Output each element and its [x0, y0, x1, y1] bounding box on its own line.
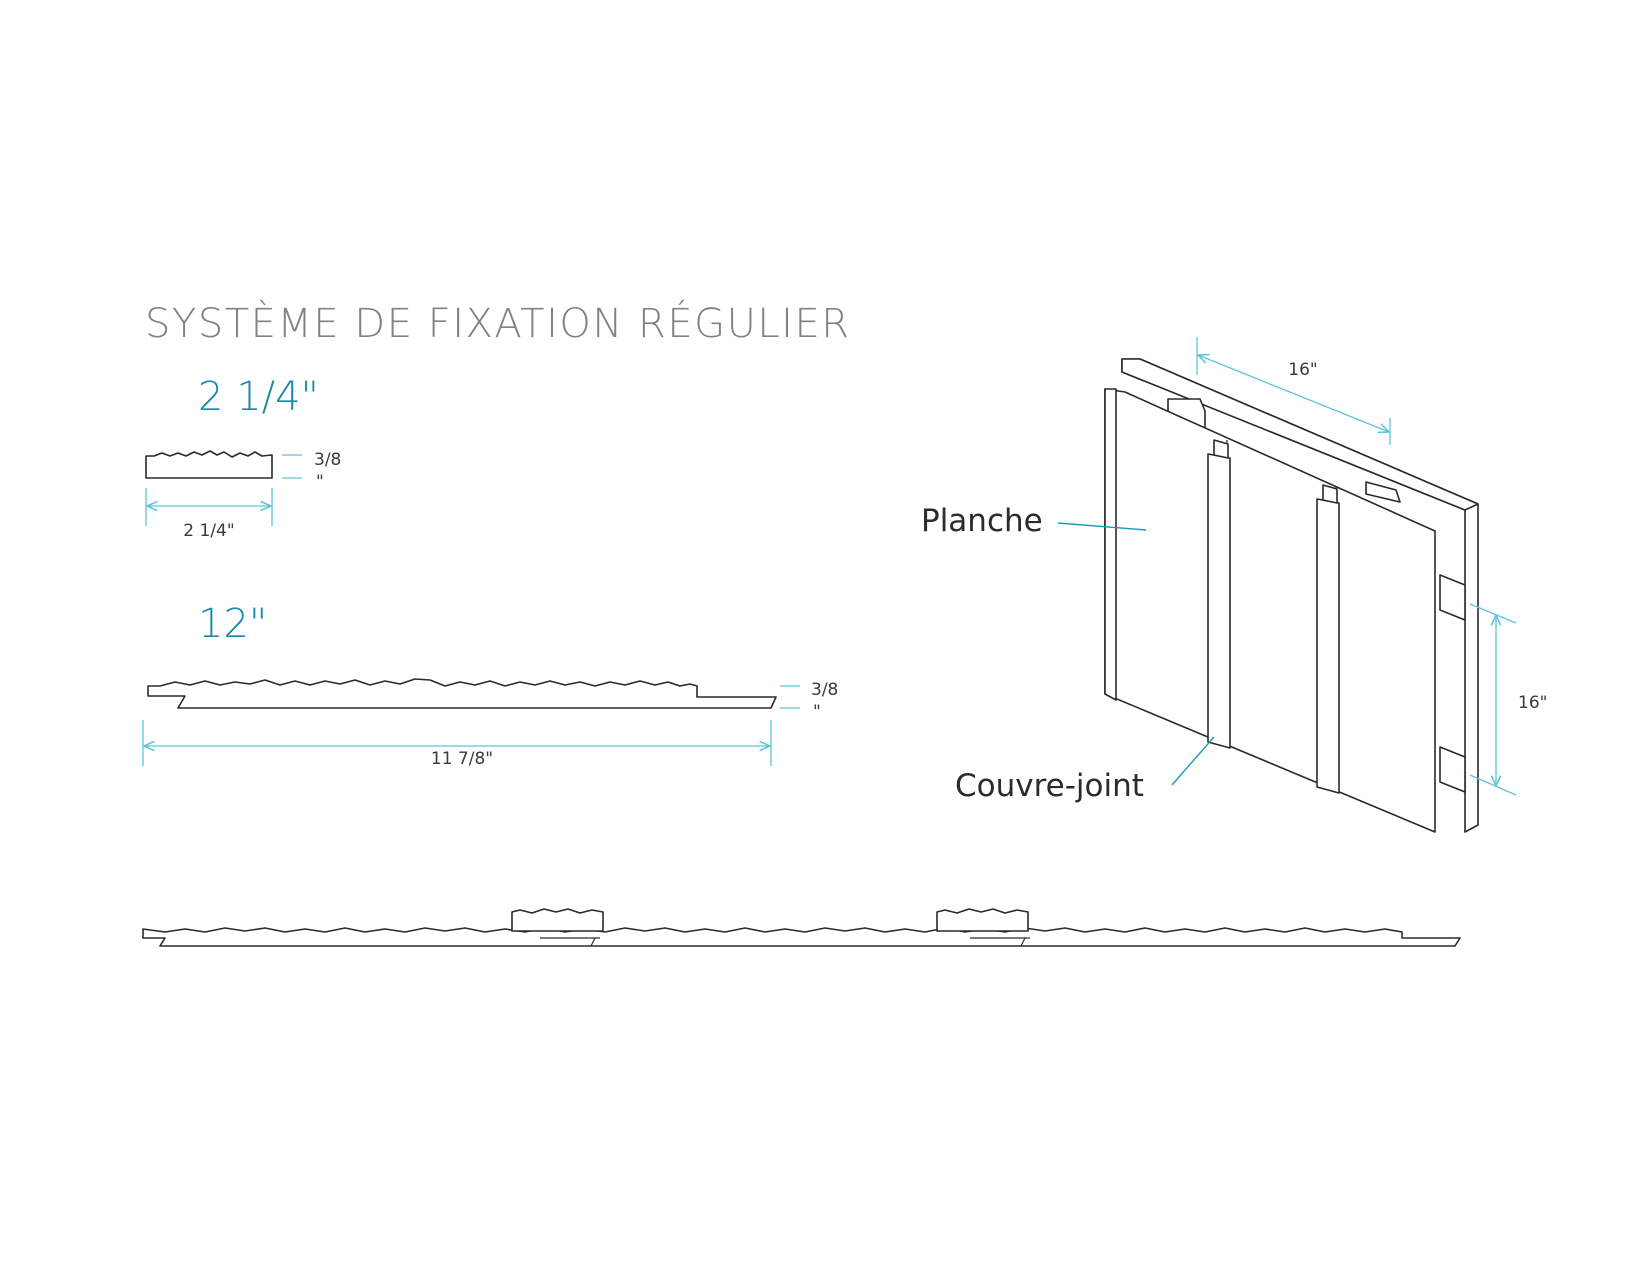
couvre-joint-callout-line	[1171, 736, 1215, 786]
isometric-assembly: 16" 16" Planche Couvre-joint	[921, 337, 1547, 833]
large-thickness-label: 3/8	[811, 680, 838, 700]
couvre-joint-batten-left-top	[1213, 439, 1229, 459]
side-dim-ext-top	[1469, 603, 1517, 624]
top-block-right	[1365, 481, 1401, 503]
small-width-label: 2 1/4"	[183, 521, 234, 541]
small-profile-heading: 2 1/4"	[198, 374, 319, 420]
seam-right	[1020, 937, 1026, 947]
couvre-joint-label: Couvre-joint	[955, 768, 1144, 804]
couvre-joint-batten-right-top	[1322, 484, 1338, 504]
planche-board	[1104, 388, 1436, 833]
diagram-title: SYSTÈME DE FIXATION RÉGULIER	[145, 299, 851, 347]
section-batten-right	[936, 908, 1029, 932]
couvre-joint-batten-right	[1316, 498, 1340, 794]
large-thickness-unit: "	[813, 702, 821, 722]
large-board-profile	[147, 678, 777, 709]
small-thickness-unit: "	[316, 472, 324, 492]
small-profile-section: 2 1/4" 3/8 " 2 1/4"	[145, 374, 341, 541]
large-width-label: 11 7/8"	[431, 749, 493, 769]
assembled-cross-section	[142, 908, 1461, 947]
top-dimension-label: 16"	[1288, 360, 1317, 380]
large-profile-section: 12" 3/8 " 11 7/8"	[142, 601, 838, 769]
small-board-profile	[145, 450, 273, 479]
section-batten-left	[511, 908, 604, 932]
planche-label: Planche	[921, 503, 1043, 539]
section-boards	[142, 927, 1461, 947]
seam-left	[590, 937, 596, 947]
large-profile-heading: 12"	[198, 601, 267, 647]
side-strip-upper	[1439, 574, 1466, 621]
side-strip-lower	[1439, 746, 1466, 793]
couvre-joint-batten-left	[1207, 453, 1231, 749]
side-dimension-label: 16"	[1518, 693, 1547, 713]
top-dimension-line	[1198, 355, 1389, 432]
small-thickness-label: 3/8	[314, 450, 341, 470]
planche-callout-line	[1057, 522, 1147, 531]
planche-board-edge	[1104, 388, 1117, 701]
